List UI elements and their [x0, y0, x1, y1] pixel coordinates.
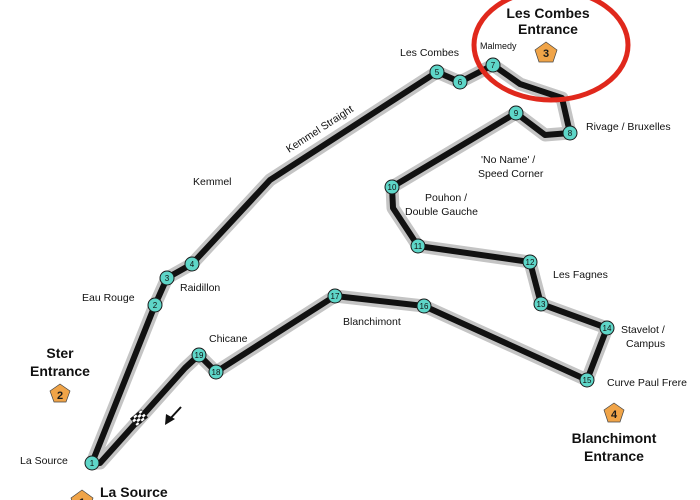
- corner-marker-circle: [485, 57, 501, 73]
- corner-marker-4[interactable]: 4: [184, 256, 200, 272]
- corner-number: 8: [568, 129, 573, 138]
- corner-marker-14[interactable]: 14: [599, 320, 615, 336]
- corner-marker-18[interactable]: 18: [208, 364, 224, 380]
- entrance-blanchimont[interactable]: 4 Blanchimont Entrance: [572, 402, 657, 464]
- corner-number: 2: [153, 301, 158, 310]
- corner-number: 5: [435, 68, 440, 77]
- corner-marker-circle: [452, 74, 468, 90]
- label-no-name-line2: Speed Corner: [478, 168, 544, 180]
- corner-number: 1: [90, 459, 95, 468]
- corner-marker-circle: [84, 455, 100, 471]
- corner-marker-13[interactable]: 13: [533, 296, 549, 312]
- corner-number: 14: [603, 324, 612, 333]
- corner-marker-6[interactable]: 6: [452, 74, 468, 90]
- label-stavelot-line1: Stavelot /: [621, 324, 665, 336]
- label-raidillon: Raidillon: [180, 282, 220, 294]
- corner-number: 4: [190, 260, 195, 269]
- corner-number: 13: [537, 300, 546, 309]
- corner-marker-1[interactable]: 1: [84, 455, 100, 471]
- corner-marker-circle: [410, 238, 426, 254]
- corner-marker-circle: [147, 297, 163, 313]
- corner-number: 6: [458, 78, 463, 87]
- label-blanchimont: Blanchimont: [343, 316, 401, 328]
- corner-marker-17[interactable]: 17: [327, 288, 343, 304]
- corner-marker-circle: [159, 270, 175, 286]
- corner-marker-19[interactable]: 19: [191, 347, 207, 363]
- corner-marker-2[interactable]: 2: [147, 297, 163, 313]
- corner-marker-10[interactable]: 10: [384, 179, 400, 195]
- checkered-flag-icon: [130, 409, 148, 427]
- entrance-la-source[interactable]: 1 La Source: [70, 484, 168, 500]
- label-pouhon-line2: Double Gauche: [405, 206, 478, 218]
- corner-marker-circle: [599, 320, 615, 336]
- label-kemmel: Kemmel: [193, 176, 232, 188]
- entrance-blanchimont-number: 4: [611, 409, 618, 421]
- corner-marker-12[interactable]: 12: [522, 254, 538, 270]
- corner-number: 17: [331, 292, 340, 301]
- corner-marker-11[interactable]: 11: [410, 238, 426, 254]
- entrance-les-combes-line2: Entrance: [518, 21, 578, 37]
- entrance-ster-line2: Entrance: [30, 363, 90, 379]
- label-les-fagnes: Les Fagnes: [553, 269, 608, 281]
- corner-marker-16[interactable]: 16: [416, 298, 432, 314]
- corner-marker-circle: [208, 364, 224, 380]
- corner-number: 7: [491, 61, 496, 70]
- entrance-les-combes-line1: Les Combes: [506, 5, 589, 21]
- entrance-les-combes[interactable]: Les Combes Entrance 3: [506, 5, 590, 63]
- label-curve-paul-frere: Curve Paul Frere: [607, 377, 687, 389]
- entrance-blanchimont-line1: Blanchimont: [572, 430, 657, 446]
- corner-number: 16: [420, 302, 429, 311]
- label-chicane: Chicane: [209, 333, 248, 345]
- label-pouhon-line1: Pouhon /: [425, 192, 467, 204]
- entrance-marker-icon: [534, 41, 558, 63]
- label-malmedy: Malmedy: [480, 41, 517, 51]
- label-rivage: Rivage / Bruxelles: [586, 121, 671, 133]
- entrance-les-combes-number: 3: [543, 48, 549, 60]
- corner-marker-circle: [429, 64, 445, 80]
- direction-arrow-icon: [165, 406, 182, 425]
- entrance-marker-icon: [603, 402, 625, 423]
- corner-number: 15: [583, 376, 592, 385]
- entrance-la-source-number: 1: [79, 497, 85, 500]
- corner-marker-circle: [562, 125, 578, 141]
- entrance-blanchimont-line2: Entrance: [584, 448, 644, 464]
- entrance-marker-icon: [49, 383, 71, 403]
- label-les-combes: Les Combes: [400, 47, 459, 59]
- corner-marker-7[interactable]: 7: [485, 57, 501, 73]
- corner-number: 3: [165, 274, 170, 283]
- corner-marker-5[interactable]: 5: [429, 64, 445, 80]
- corner-marker-9[interactable]: 9: [508, 105, 524, 121]
- corner-marker-3[interactable]: 3: [159, 270, 175, 286]
- entrance-marker-icon: [70, 489, 94, 500]
- corner-marker-circle: [384, 179, 400, 195]
- corner-marker-circle: [416, 298, 432, 314]
- corner-marker-circle: [533, 296, 549, 312]
- entrance-ster-number: 2: [57, 390, 63, 402]
- entrance-ster[interactable]: Ster Entrance 2: [30, 345, 90, 403]
- label-eau-rouge: Eau Rouge: [82, 292, 135, 304]
- corner-marker-circle: [327, 288, 343, 304]
- corner-marker-8[interactable]: 8: [562, 125, 578, 141]
- corner-marker-circle: [184, 256, 200, 272]
- entrance-ster-line1: Ster: [46, 345, 74, 361]
- entrance-la-source-line1: La Source: [100, 484, 168, 500]
- label-stavelot-line2: Campus: [626, 338, 665, 350]
- corner-number: 11: [414, 242, 423, 251]
- corner-number: 12: [526, 258, 535, 267]
- label-no-name-line1: 'No Name' /: [481, 154, 535, 166]
- corner-marker-circle: [579, 372, 595, 388]
- corner-marker-circle: [508, 105, 524, 121]
- corner-marker-circle: [191, 347, 207, 363]
- corner-number: 10: [388, 183, 397, 192]
- corner-number: 18: [212, 368, 221, 377]
- corner-number: 19: [195, 351, 204, 360]
- corner-marker-circle: [522, 254, 538, 270]
- highlight-ring: [471, 0, 631, 103]
- corner-number: 9: [514, 109, 519, 118]
- corner-marker-15[interactable]: 15: [579, 372, 595, 388]
- label-la-source: La Source: [20, 455, 68, 467]
